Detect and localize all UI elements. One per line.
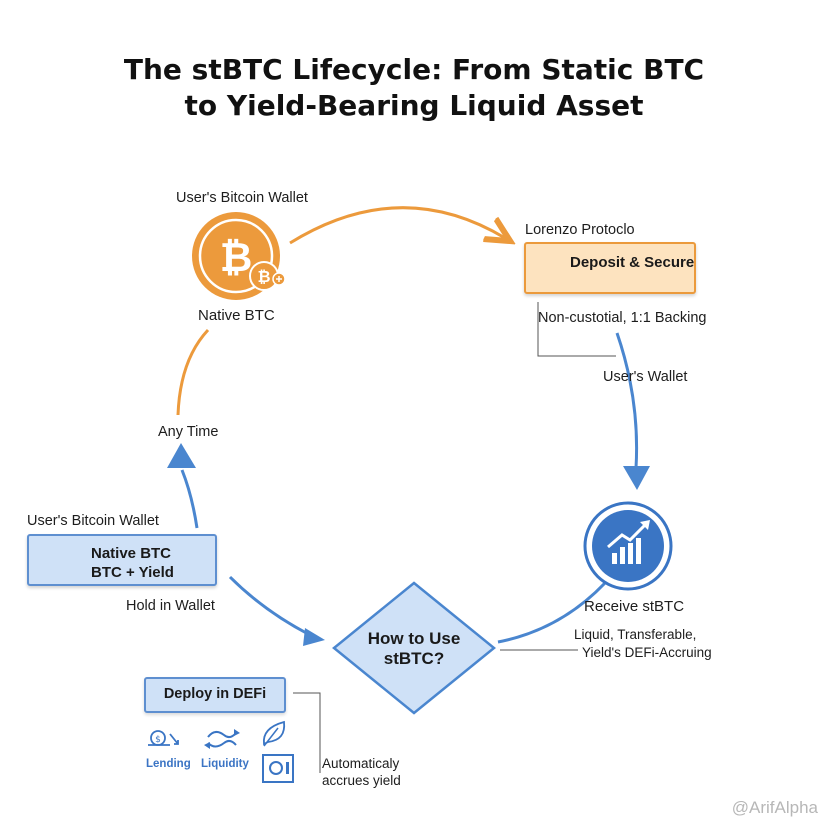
bitcoin-icon: ₿ ₿ — [192, 212, 286, 300]
native-btc-caption: User's Bitcoin Wallet — [176, 190, 308, 206]
title-line-1: The stBTC Lifecycle: From Static BTC — [123, 53, 705, 86]
trending-up-icon — [583, 501, 673, 591]
watermark: @ArifAlpha — [731, 798, 818, 817]
deploy-defi-label: Deploy in DEFi — [163, 686, 267, 702]
lending-label: Lending — [146, 758, 191, 770]
decision-text: How to Use stBTC? — [344, 629, 484, 669]
deploy-defi-box: Deploy in DEFi — [144, 677, 286, 713]
receive-note-line-2: Yield's DEFi-Accruing — [582, 645, 712, 660]
arrowhead-decision — [303, 628, 325, 646]
liquidity-label: Liquidity — [201, 758, 249, 770]
hold-box-text: Native BTC BTC + Yield — [91, 544, 174, 582]
arrow-protocol-to-receive — [615, 332, 639, 469]
hold-in-wallet-label: Hold in Wallet — [126, 598, 215, 614]
protocol-caption: Lorenzo Protoclo — [525, 222, 635, 238]
decision-line-2: stBTC? — [383, 649, 445, 668]
arrow-btc-to-protocol — [289, 206, 505, 243]
svg-text:₿: ₿ — [220, 235, 253, 281]
lending-icon: $ — [148, 730, 179, 746]
protocol-note: Non-custotial, 1:1 Backing — [538, 310, 707, 326]
arrowhead-up — [167, 443, 196, 468]
defi-note-line-1: Automaticaly — [322, 756, 400, 771]
receive-stbtc-label: Receive stBTC — [584, 598, 685, 615]
arrow-hold-to-decision — [228, 575, 313, 638]
svg-text:₿: ₿ — [257, 267, 270, 286]
title-line-2: to Yield-Bearing Liquid Asset — [184, 89, 644, 122]
hold-line-1: Native BTC — [91, 545, 172, 562]
decision-diamond — [332, 581, 496, 715]
hold-box: Native BTC BTC + Yield — [27, 534, 217, 586]
note-bracket — [537, 302, 616, 357]
native-btc-label: Native BTC — [198, 307, 275, 324]
leaf-icon — [262, 720, 286, 747]
deposit-secure-box: Deposit & Secure — [524, 242, 696, 294]
arrow-anytime-to-btc — [176, 328, 210, 416]
hold-caption: User's Bitcoin Wallet — [27, 513, 159, 529]
liquidity-icon — [204, 729, 240, 749]
arrowhead-receive — [623, 466, 650, 490]
arrow-hold-up — [180, 469, 199, 529]
vault-icon — [262, 754, 294, 783]
deposit-secure-label: Deposit & Secure — [570, 254, 695, 271]
page-title: The stBTC Lifecycle: From Static BTC to … — [0, 52, 828, 124]
hold-line-2: BTC + Yield — [91, 564, 174, 581]
decision-line-1: How to Use — [367, 629, 461, 648]
receive-note-line-1: Liquid, Transferable, — [574, 627, 697, 642]
defi-note-line-2: accrues yield — [322, 773, 401, 788]
svg-text:$: $ — [155, 735, 161, 745]
defi-bracket — [293, 692, 321, 773]
users-wallet-label: User's Wallet — [603, 369, 688, 385]
any-time-label: Any Time — [158, 424, 219, 440]
arrow-receive-to-decision — [497, 581, 607, 644]
